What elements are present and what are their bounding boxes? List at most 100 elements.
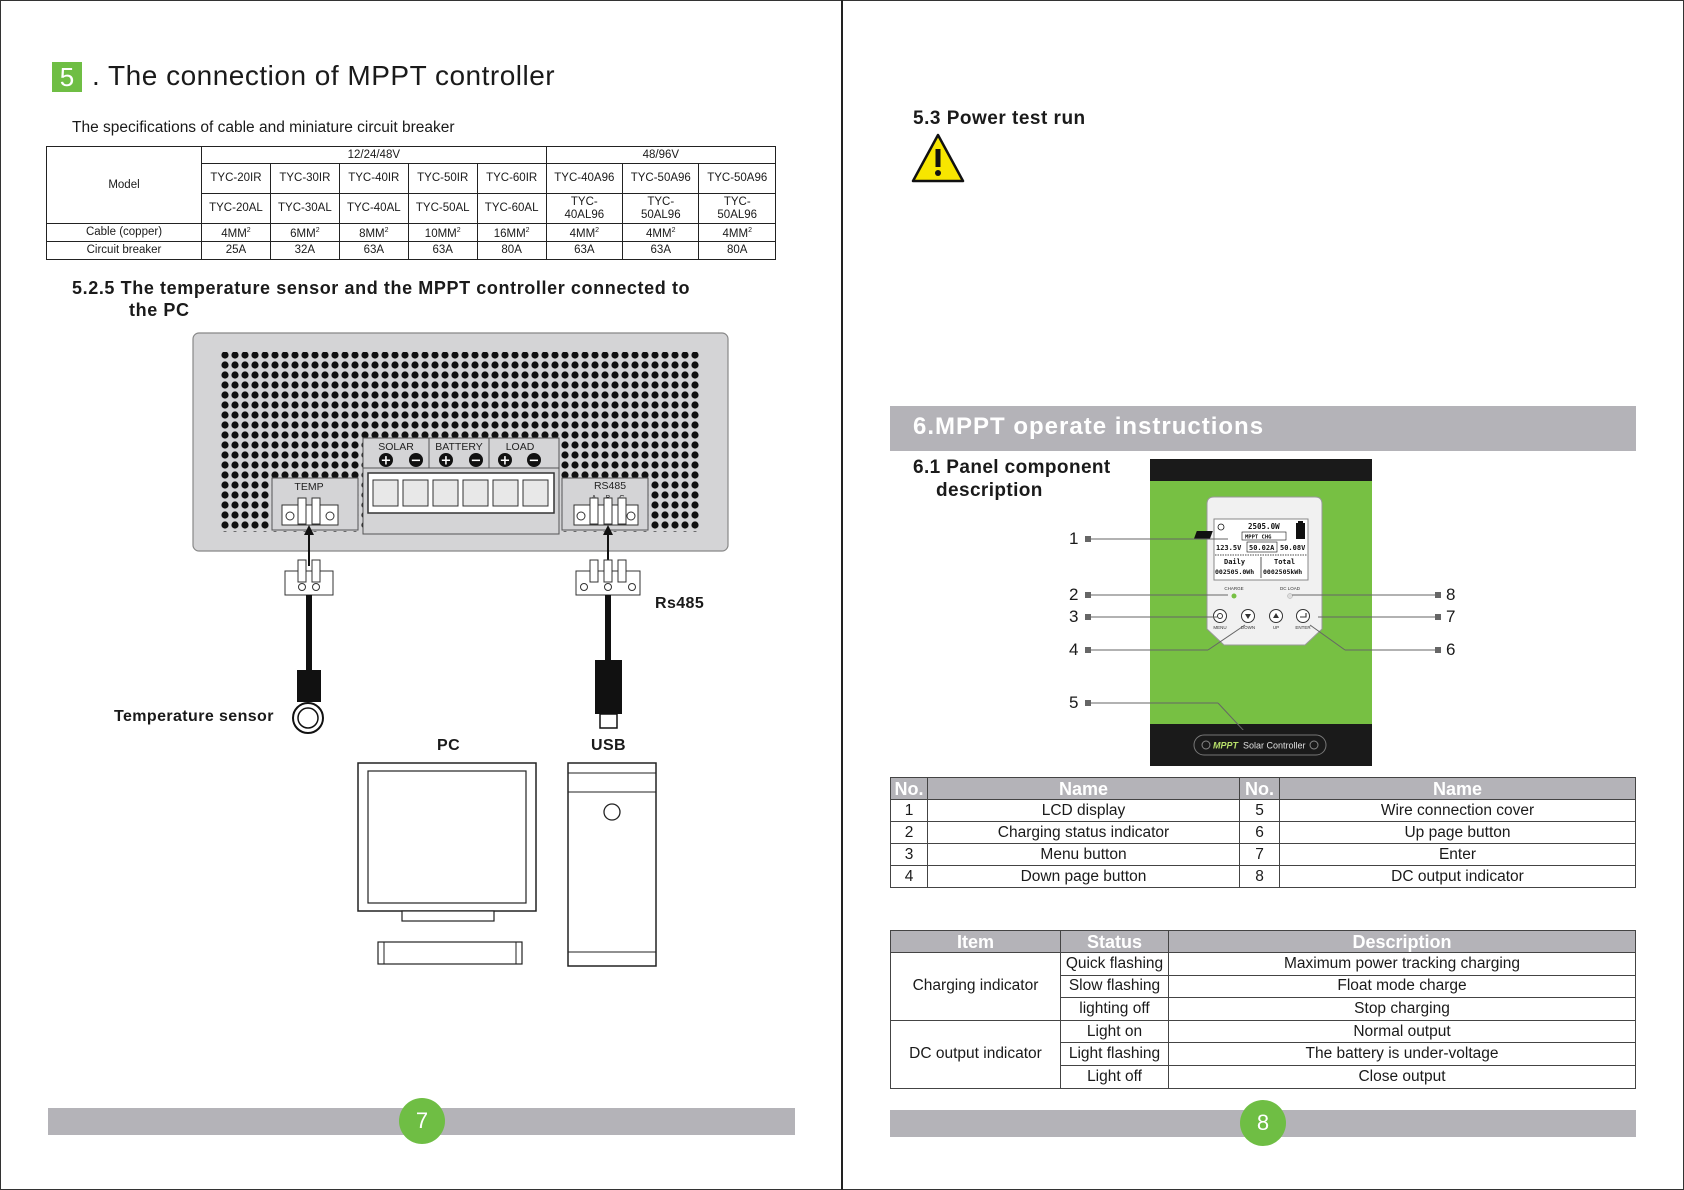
enter-button[interactable]	[1296, 609, 1310, 623]
model-label: Model	[46, 146, 202, 224]
cable-value: 4MM	[646, 227, 672, 240]
section-6-band: 6.MPPT operate instructions	[890, 406, 1636, 451]
heading-5-2-5-line1: 5.2.5 The temperature sensor and the MPP…	[72, 278, 691, 298]
status-table: Item Status Description Charging indicat…	[890, 930, 1636, 1089]
model-al-cell: TYC-50AL96	[698, 193, 776, 224]
description-cell: Close output	[1168, 1064, 1636, 1089]
heading-6-1-line2: description	[936, 480, 1043, 501]
model-al-cell: TYC-40AL	[338, 193, 409, 224]
cable-cell: 4MM2	[622, 223, 700, 242]
rs485-plug	[575, 559, 641, 596]
callout-8: 8	[1446, 585, 1456, 604]
model-al-line2: 50AL96	[717, 208, 758, 221]
model-ir-cell: TYC-40IR	[338, 163, 409, 194]
status-cell: Light off	[1060, 1064, 1169, 1089]
menu-button[interactable]	[1213, 609, 1227, 623]
terminal-screws	[372, 479, 549, 507]
cable-cell: 4MM2	[545, 223, 624, 242]
callout-6: 6	[1446, 640, 1456, 659]
cable-value: 6MM	[290, 227, 316, 240]
breaker-cell: 63A	[407, 241, 478, 260]
cable-value: 4MM	[221, 227, 247, 240]
model-al-line1: TYC-	[570, 195, 598, 208]
down-arrow-icon	[1245, 614, 1251, 619]
lcd-voltage-in: 123.5V	[1216, 544, 1242, 552]
comp-cell: LCD display	[927, 799, 1240, 822]
comp-cell: Charging status indicator	[927, 821, 1240, 844]
cable-unit-exponent: 2	[315, 227, 320, 235]
description-cell: Float mode charge	[1168, 974, 1636, 999]
menu-icon	[1217, 613, 1223, 619]
lcd-battery-icon	[1296, 521, 1305, 539]
description-cell: Stop charging	[1168, 997, 1636, 1021]
breaker-cell: 25A	[201, 241, 271, 260]
temp-plug	[284, 559, 334, 596]
comp-header-name-1: Name	[927, 777, 1240, 800]
heading-5-3: 5.3 Power test run	[913, 108, 1086, 129]
model-al-line1: TYC-	[723, 195, 751, 208]
status-cell: Quick flashing	[1060, 952, 1169, 976]
cable-unit-exponent: 2	[384, 227, 389, 235]
left-page-number: 7	[399, 1098, 445, 1144]
svg-text:+: +	[441, 454, 452, 469]
cable-cell: 4MM2	[201, 223, 271, 242]
status-cell: lighting off	[1060, 997, 1169, 1021]
breaker-label: Circuit breaker	[46, 241, 202, 260]
section-number-badge: 5	[52, 62, 82, 92]
callout-1: 1	[1069, 529, 1079, 548]
cable-unit-exponent: 2	[456, 227, 461, 235]
brand-mppt: MPPT	[1213, 741, 1240, 751]
pc-monitor-icon	[357, 762, 537, 965]
right-page-number: 8	[1240, 1100, 1286, 1146]
breaker-cell: 80A	[698, 241, 776, 260]
mppt-controller-front: 2505.0W MPPT CHG 123.5V 50.02A 50.08V Da…	[1150, 459, 1372, 766]
pc-label: PC	[437, 737, 461, 754]
cable-value: 8MM	[359, 227, 385, 240]
model-al-line1: TYC-	[647, 195, 675, 208]
menu-button-label: MENU	[1213, 625, 1226, 630]
comp-cell: Wire connection cover	[1279, 799, 1636, 822]
usb-label: USB	[591, 737, 626, 754]
group-12-24-48: 12/24/48V	[201, 146, 547, 164]
comp-cell: Menu button	[927, 843, 1240, 866]
callout-7: 7	[1446, 607, 1456, 626]
status-cell: Slow flashing	[1060, 974, 1169, 999]
terminal-polarity-icons: + − + − + −	[379, 453, 541, 469]
cable-cell: 16MM2	[476, 223, 547, 242]
model-al-line2: 40AL96	[564, 208, 605, 221]
temp-port-label: TEMP	[294, 481, 323, 493]
down-button-label: DOWN	[1241, 625, 1255, 630]
breaker-cell: 80A	[476, 241, 547, 260]
callout-2: 2	[1069, 585, 1079, 604]
cable-cell: 10MM2	[407, 223, 478, 242]
lcd-voltage-out: 50.08V	[1280, 544, 1306, 552]
enter-icon	[1300, 613, 1307, 618]
comp-cell: 1	[890, 799, 928, 822]
comp-cell: DC output indicator	[1279, 865, 1636, 888]
status-cell: Light on	[1060, 1019, 1169, 1044]
comp-cell: 8	[1239, 865, 1280, 888]
charge-indicator-label: CHARGE	[1224, 586, 1243, 591]
comp-cell: 4	[890, 865, 928, 888]
model-al-cell: TYC-40AL96	[545, 193, 624, 224]
connection-diagram: SOLAR BATTERY LOAD + − + − + − TEMP RS48…	[192, 332, 729, 967]
up-button-label: UP	[1273, 625, 1279, 630]
comp-header-no-2: No.	[1239, 777, 1280, 800]
model-ir-cell: TYC-50A96	[622, 163, 700, 194]
brand-plate	[1193, 734, 1327, 756]
breaker-cell: 63A	[545, 241, 624, 260]
model-al-cell: TYC-30AL	[269, 193, 340, 224]
model-al-cell: TYC-20AL	[201, 193, 271, 224]
spec-caption: The specifications of cable and miniatur…	[72, 119, 455, 136]
svg-text:−: −	[529, 454, 540, 469]
